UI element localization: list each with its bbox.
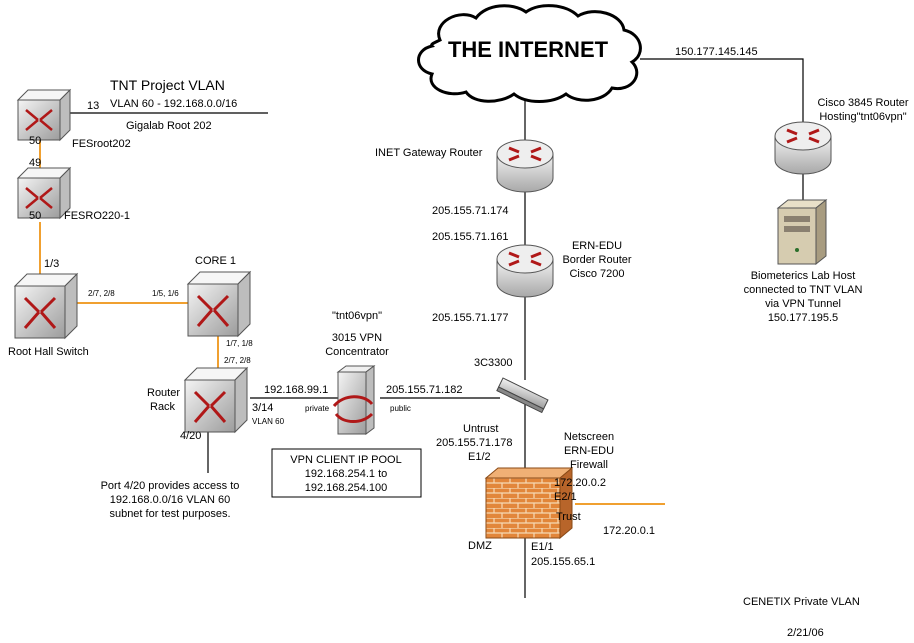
roothall-name: Root Hall Switch — [8, 346, 89, 358]
root-hall-switch[interactable] — [13, 272, 79, 340]
vpn-name-3: Concentrator — [325, 346, 389, 358]
fesroot202-switch[interactable] — [16, 88, 72, 142]
fesro-name: FESRO220-1 — [64, 210, 130, 222]
rack-name-1: Router — [147, 387, 180, 399]
bio-line-2: connected to TNT VLAN — [744, 284, 863, 296]
labels: TNT Project VLAN VLAN 60 - 192.168.0.0/1… — [8, 46, 909, 639]
core1-port-bottom-b: 2/7, 2/8 — [224, 356, 251, 365]
cisco3845-ip: 150.177.145.145 — [675, 46, 758, 58]
core1-switch[interactable] — [186, 270, 252, 338]
link-internet-cisco3845 — [640, 58, 804, 122]
ern-border-router[interactable] — [496, 244, 554, 298]
fesroot-name: FESroot202 — [72, 138, 131, 150]
gigalab-label: Gigalab Root 202 — [126, 120, 212, 132]
fesro220-switch[interactable] — [16, 166, 72, 220]
netscreen-e21: E2/1 — [554, 491, 577, 503]
internet-label: THE INTERNET — [448, 37, 609, 62]
router-icon — [496, 139, 554, 193]
inet-gw-name: INET Gateway Router — [375, 147, 483, 159]
ern-ip-above: 205.155.71.161 — [432, 231, 508, 243]
netscreen-trust: Trust — [556, 511, 581, 523]
bio-line-1: Biometerics Lab Host — [751, 270, 856, 282]
cisco3845-name-1: Cisco 3845 Router — [817, 97, 908, 109]
rack-port-bottom: 4/20 — [180, 430, 201, 442]
netscreen-name-3: Firewall — [570, 459, 608, 471]
vpn-lbl-public: public — [390, 404, 411, 413]
netscreen-name-1: Netscreen — [564, 431, 614, 443]
roothall-port-right: 2/7, 2/8 — [88, 289, 115, 298]
server-icon — [776, 198, 828, 266]
fesro-port-50: 50 — [29, 210, 41, 222]
port-note-3: subnet for test purposes. — [109, 508, 230, 520]
netscreen-firewall[interactable] — [484, 466, 574, 540]
bio-line-3: via VPN Tunnel — [765, 298, 841, 310]
netscreen-name-2: ERN-EDU — [564, 445, 614, 457]
router-icon — [496, 244, 554, 298]
links — [39, 58, 804, 598]
vpn-pool-line2: 192.168.254.100 — [305, 482, 388, 494]
netscreen-dmz-ip: 205.155.65.1 — [531, 556, 595, 568]
netscreen-dmz: DMZ — [468, 540, 492, 552]
port-note-1: Port 4/20 provides access to — [101, 480, 240, 492]
netscreen-untrust-ip: 205.155.71.178 — [436, 437, 512, 449]
hub-icon — [496, 377, 549, 414]
inet-gw-ip: 205.155.71.174 — [432, 205, 508, 217]
router-rack-switch[interactable] — [183, 366, 249, 434]
roothall-port-top: 1/3 — [44, 258, 59, 270]
date-label: 2/21/06 — [787, 627, 824, 639]
vpn-pool-title: VPN CLIENT IP POOL — [290, 454, 401, 466]
ern-ip-below: 205.155.71.177 — [432, 312, 508, 324]
rack-port-right: 3/14 — [252, 402, 273, 414]
firewall-icon — [484, 466, 574, 540]
vpn-ip-private: 192.168.99.1 — [264, 384, 328, 396]
cisco3845-router[interactable] — [774, 121, 832, 175]
cisco3845-name-2: Hosting"tnt06vpn" — [819, 111, 906, 123]
vpn-name-1: "tnt06vpn" — [332, 310, 382, 322]
core1-port-left: 1/5, 1/6 — [152, 289, 179, 298]
switch-icon — [16, 88, 72, 142]
vpn-name-2: 3015 VPN — [332, 332, 382, 344]
hub-name: 3C3300 — [474, 357, 513, 369]
internet-cloud: THE INTERNET — [417, 4, 642, 103]
vpn-lbl-private: private — [305, 404, 330, 413]
core1-name: CORE 1 — [195, 255, 236, 267]
core1-port-bottom-a: 1/7, 1/8 — [226, 339, 253, 348]
netscreen-e11: E1/1 — [531, 541, 554, 553]
cenetix-label: CENETIX Private VLAN — [743, 596, 860, 608]
ern-name-3: Cisco 7200 — [569, 268, 624, 280]
fesroot-port-50: 50 — [29, 135, 41, 147]
fesro-port-49: 49 — [29, 157, 41, 169]
switch-icon — [13, 272, 79, 340]
switch-icon — [183, 366, 249, 434]
router-icon — [774, 121, 832, 175]
hub-3c3300[interactable] — [496, 377, 549, 414]
biometrics-server[interactable] — [776, 198, 828, 266]
ern-name-1: ERN-EDU — [572, 240, 622, 252]
vpn-concentrator[interactable] — [332, 365, 376, 435]
bio-line-4: 150.177.195.5 — [768, 312, 838, 324]
netscreen-untrust: Untrust — [463, 423, 498, 435]
switch-icon — [186, 270, 252, 338]
vpn-concentrator-icon — [332, 365, 376, 435]
tnt-vlan: VLAN 60 - 192.168.0.0/16 — [110, 98, 237, 110]
rack-name-2: Rack — [150, 401, 176, 413]
fesroot-port-13: 13 — [87, 100, 99, 112]
cloud-icon — [417, 4, 642, 103]
switch-icon — [16, 166, 72, 220]
netscreen-e12: E1/2 — [468, 451, 491, 463]
vpn-pool-line1: 192.168.254.1 to — [305, 468, 388, 480]
port-note-2: 192.168.0.0/16 VLAN 60 — [110, 494, 230, 506]
ern-name-2: Border Router — [562, 254, 631, 266]
rack-port-vlan: VLAN 60 — [252, 417, 285, 426]
vpn-pool-box — [271, 448, 422, 498]
tnt-title: TNT Project VLAN — [110, 77, 225, 93]
vpn-ip-public: 205.155.71.182 — [386, 384, 462, 396]
netscreen-trust-ip-b: 172.20.0.1 — [603, 525, 655, 537]
netscreen-trust-ip-a: 172.20.0.2 — [554, 477, 606, 489]
inet-gateway-router[interactable] — [496, 139, 554, 193]
